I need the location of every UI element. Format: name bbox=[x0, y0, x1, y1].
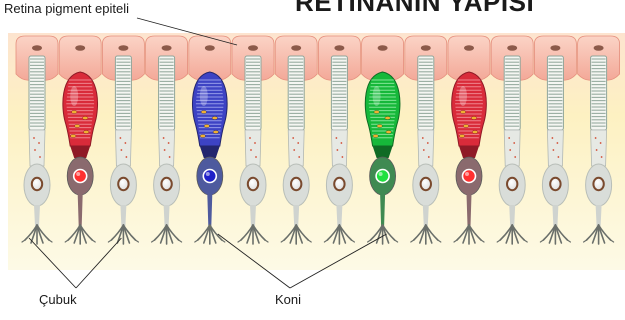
diagram-title: RETİNANIN YAPISI bbox=[295, 0, 534, 18]
rpe-nucleus bbox=[248, 45, 258, 51]
rpe-nucleus bbox=[507, 45, 517, 51]
rpe-nucleus bbox=[291, 45, 301, 51]
rpe-nucleus bbox=[594, 45, 604, 51]
rpe-nucleus bbox=[32, 45, 42, 51]
rpe-nucleus bbox=[334, 45, 344, 51]
rod-label: Çubuk bbox=[39, 292, 77, 307]
rpe-nucleus bbox=[205, 45, 215, 51]
rpe-nucleus bbox=[421, 45, 431, 51]
rpe-nucleus bbox=[378, 45, 388, 51]
rpe-nucleus bbox=[162, 45, 172, 51]
rpe-nucleus bbox=[75, 45, 85, 51]
rpe-nucleus bbox=[464, 45, 474, 51]
cone-label: Koni bbox=[275, 292, 301, 307]
rpe-nucleus bbox=[550, 45, 560, 51]
rpe-nucleus bbox=[118, 45, 128, 51]
rpe-label: Retina pigment epiteli bbox=[4, 1, 129, 16]
